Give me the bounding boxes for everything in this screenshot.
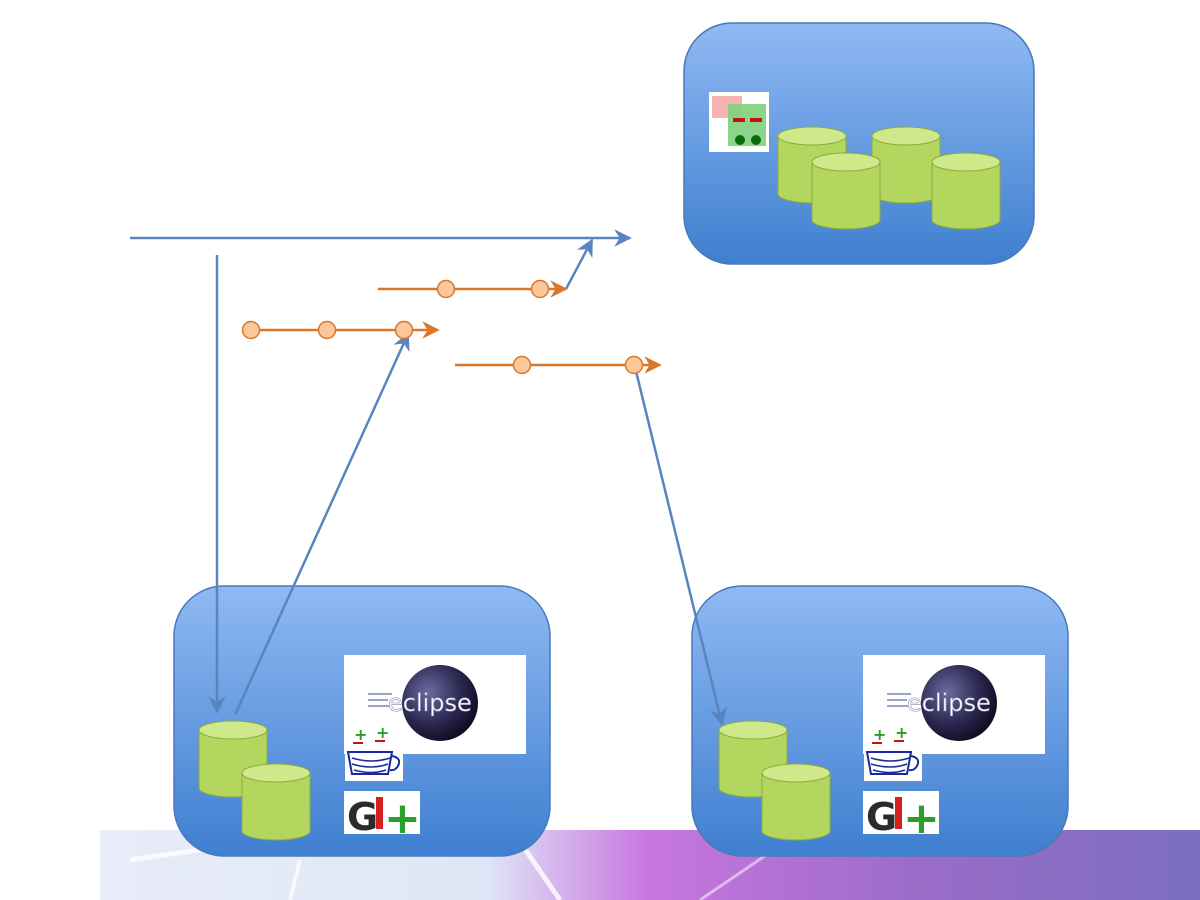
push-arrow-left [233,332,410,716]
feature-branch-bottom [455,355,662,375]
svg-text:+: + [873,725,886,744]
svg-text:G: G [866,795,897,839]
egit-small-icon: + + [864,722,922,746]
svg-text:+: + [895,723,908,742]
server-app-icon [709,92,769,152]
svg-text:G: G [347,795,378,839]
remote-server-box [683,22,1035,265]
local-repository-right-2 [761,763,831,841]
commit-node [624,355,644,375]
remote-repository-2 [871,126,941,204]
commit-node [512,355,532,375]
remote-repository-3 [811,152,881,230]
svg-text:+: + [384,793,421,844]
commit-node [530,279,550,299]
local-repository-left-2 [241,763,311,841]
commit-node [436,279,456,299]
svg-text:eclipse: eclipse [907,689,991,717]
commit-node [241,320,261,340]
egit-small-icon: + + [345,722,403,746]
svg-text:+: + [354,725,367,744]
commit-node [317,320,337,340]
java-cup-icon [345,747,403,781]
merge-arrow [564,238,594,290]
feature-branch-middle [241,320,440,340]
java-cup-icon [864,747,922,781]
developer-box-right: eclipse + + G + [691,585,1069,857]
feature-branch-top [378,279,568,299]
fetch-arrow-right [633,366,727,726]
git-logo: G + [863,791,940,844]
svg-text:eclipse: eclipse [388,689,472,717]
git-logo: G + [344,791,421,844]
developer-box-left: eclipse + + G + [173,585,551,857]
svg-text:+: + [903,793,940,844]
remote-repository-4 [931,152,1001,230]
svg-text:+: + [376,723,389,742]
commit-node [394,320,414,340]
